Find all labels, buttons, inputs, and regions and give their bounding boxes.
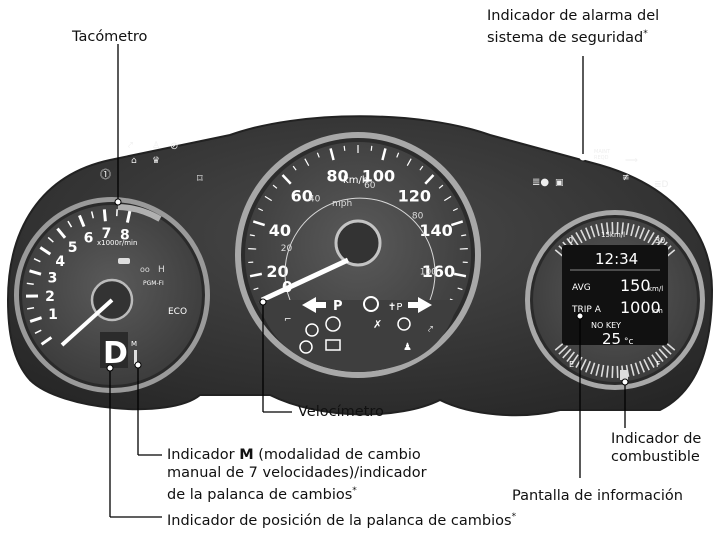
tach-tick-label: 4 (55, 254, 65, 270)
fuel-low-icon: ▣ (555, 178, 564, 188)
tach-unit: x1000r/min (97, 239, 137, 247)
avg-unit: km/l (648, 285, 663, 293)
power-steering-icon: ⊘ (170, 141, 178, 152)
clock-display: 12:34 (595, 250, 638, 268)
gear-position-display: D (103, 336, 128, 371)
immobilizer-icon (118, 258, 130, 264)
glow-icon: ᴏᴏ (140, 265, 150, 274)
side-light-icon: ⟹ (625, 156, 638, 166)
engine-check-icon: ⌑ (197, 172, 203, 185)
fuel-gauge-callout: Indicador de combustible (611, 430, 701, 466)
seatbelt-park-icon: ✝P (388, 302, 402, 313)
tach-tick-label: 6 (84, 231, 94, 247)
mph-tick-label: 40 (309, 195, 321, 205)
scale-left-label: 0 (568, 236, 573, 245)
fog-light-icon: ≢ (622, 173, 630, 183)
eco-indicator: ECO (168, 307, 187, 317)
speed-tick-label: 140 (419, 221, 452, 240)
speedometer-callout: Velocímetro (298, 403, 384, 421)
high-beam-icon: ≣D (654, 180, 669, 190)
tach-tick (104, 209, 105, 221)
temp-h-icon: H (158, 265, 165, 275)
security-alarm-light (580, 154, 587, 161)
speed-tick (371, 146, 372, 151)
tach-tick-label: 2 (45, 289, 55, 305)
top-scale-label: 15km/l (601, 231, 625, 239)
info-fuel-gauge: 15km/l 0 30 12:34 AVG 150 km/l TRIP A 10… (525, 210, 705, 390)
low-oil-icon: ⓵ (100, 167, 111, 181)
speedometer-gauge: 2040608010012014016018020406080100 km/h … (235, 132, 481, 378)
tach-tick-label: 5 (68, 240, 78, 256)
m-indicator-callout: Indicador M (modalidad de cambio manual … (167, 446, 427, 504)
inner-unit: mph (332, 199, 352, 209)
pgm-fi-indicator: PGM-FI (143, 280, 164, 287)
tachometer-callout: Tacómetro (72, 28, 147, 46)
avg-label: AVG (572, 283, 591, 293)
slip-off-icon: ⤤ (128, 141, 133, 151)
scale-right-label: 30 (655, 236, 665, 245)
oil-pressure-icon: ⌐ (284, 315, 292, 325)
temp-display: 25 (602, 330, 621, 348)
tach-tick-label: 3 (48, 271, 58, 287)
door-icon: ⌂ (131, 156, 137, 166)
security-alarm-callout-line2: sistema de seguridad* (487, 25, 659, 47)
seatbelt-icon: ♟ (403, 342, 412, 353)
fuel-pump-icon (620, 370, 628, 380)
airbag-icon: ✗ (373, 318, 382, 331)
shift-position-callout: Indicador de posición de la palanca de c… (167, 508, 516, 530)
nokey-label: NO KEY (591, 321, 621, 330)
speed-tick-label: 120 (398, 186, 431, 205)
tach-tick-label: 1 (48, 307, 58, 323)
speed-tick-label: 40 (269, 221, 291, 240)
security-alarm-callout-line1: Indicador de alarma del (487, 7, 659, 25)
headlight-icon: ≣● (532, 177, 549, 188)
driver-icon: ♛ (152, 156, 160, 166)
avg-value: 150 (620, 276, 651, 295)
security-alarm-callout: Indicador de alarma del sistema de segur… (487, 7, 659, 47)
parking-brake-icon: P (333, 299, 343, 314)
temp-unit: °c (624, 337, 634, 347)
info-display-callout: Pantalla de información (512, 487, 683, 505)
tach-tick (27, 283, 34, 284)
m-mark: M (131, 340, 137, 348)
trip-unit: km (652, 307, 663, 315)
speed-unit: km/h (343, 175, 368, 186)
fuel-empty-label: E (569, 360, 574, 369)
reqd-label: REQD (594, 155, 609, 161)
speed-tick (344, 146, 345, 151)
fuel-full-label: F (656, 360, 661, 369)
seat-icon: ♙ (152, 141, 160, 151)
trip-label: TRIP A (571, 305, 602, 315)
slip-icon: ⤤ (428, 325, 433, 335)
